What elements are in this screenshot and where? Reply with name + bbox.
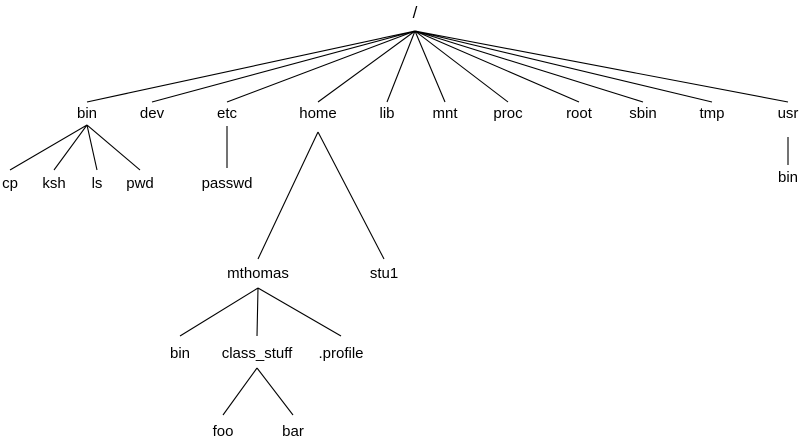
tree-edge bbox=[179, 287, 259, 337]
tree-node-bin: bin bbox=[778, 169, 798, 186]
tree-node-mnt: mnt bbox=[432, 105, 458, 122]
tree-node-proc: proc bbox=[493, 105, 523, 122]
tree-node-lib: lib bbox=[379, 105, 394, 122]
tree-node-passwd: passwd bbox=[202, 175, 253, 192]
tree-edge bbox=[226, 30, 416, 103]
tree-node-bin: bin bbox=[170, 345, 190, 362]
tree-edge bbox=[222, 367, 258, 416]
tree-node-stu1: stu1 bbox=[370, 265, 398, 282]
tree-node-home: home bbox=[299, 105, 337, 122]
tree-node-pwd: pwd bbox=[126, 175, 154, 192]
tree-edge bbox=[257, 131, 319, 260]
tree-edge bbox=[414, 30, 509, 103]
tree-edge bbox=[151, 30, 416, 103]
tree-node-usr: usr bbox=[778, 105, 799, 122]
tree-edge bbox=[9, 124, 88, 171]
tree-edge bbox=[414, 30, 713, 103]
tree-edge bbox=[414, 30, 789, 103]
tree-node-bin: bin bbox=[77, 105, 97, 122]
tree-node-tmp: tmp bbox=[699, 105, 724, 122]
tree-edge bbox=[256, 287, 259, 337]
tree-edge bbox=[86, 124, 98, 171]
tree-edge bbox=[256, 367, 294, 416]
tree-edge bbox=[86, 30, 416, 103]
tree-labels: / bin cp ksh ls pwd dev etc passwd home mthomas bin… bbox=[2, 3, 798, 439]
tree-node-foo: foo bbox=[213, 423, 234, 439]
tree-edges bbox=[9, 30, 789, 416]
tree-edge bbox=[86, 124, 141, 171]
tree-edge bbox=[257, 287, 342, 337]
tree-node-root: / bbox=[413, 3, 418, 22]
tree-edge bbox=[53, 124, 88, 171]
tree-edge bbox=[386, 30, 416, 103]
tree-edge bbox=[317, 131, 385, 260]
tree-node-ksh: ksh bbox=[42, 175, 65, 192]
tree-node-ls: ls bbox=[92, 175, 103, 192]
tree-edge bbox=[317, 30, 416, 103]
tree-node-cp: cp bbox=[2, 175, 18, 192]
tree-edge bbox=[414, 30, 644, 103]
tree-edge bbox=[414, 30, 580, 103]
tree-node-profile: .profile bbox=[318, 345, 363, 362]
tree-node-class-stuff: class_stuff bbox=[222, 345, 293, 362]
tree-edge bbox=[414, 30, 446, 103]
tree-node-sbin: sbin bbox=[629, 105, 657, 122]
tree-node-root: root bbox=[566, 105, 593, 122]
tree-node-dev: dev bbox=[140, 105, 165, 122]
tree-node-mthomas: mthomas bbox=[227, 265, 289, 282]
tree-node-etc: etc bbox=[217, 105, 238, 122]
tree-node-bar: bar bbox=[282, 423, 304, 439]
